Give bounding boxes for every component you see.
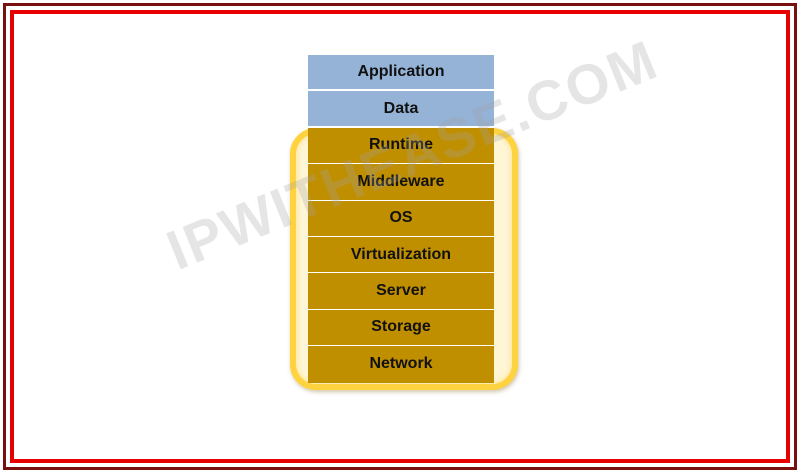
- layer-data: Data: [308, 91, 494, 128]
- layer-os: OS: [308, 200, 494, 237]
- layer-middleware: Middleware: [308, 164, 494, 201]
- cloud-service-stack: Application Data Runtime Middleware OS V…: [308, 55, 494, 383]
- layer-virtualization: Virtualization: [308, 236, 494, 274]
- outer-frame: [3, 3, 797, 470]
- layer-application: Application: [308, 55, 494, 92]
- layer-storage: Storage: [308, 309, 494, 347]
- layer-runtime: Runtime: [308, 127, 494, 165]
- layer-network: Network: [308, 346, 494, 383]
- layer-server: Server: [308, 273, 494, 310]
